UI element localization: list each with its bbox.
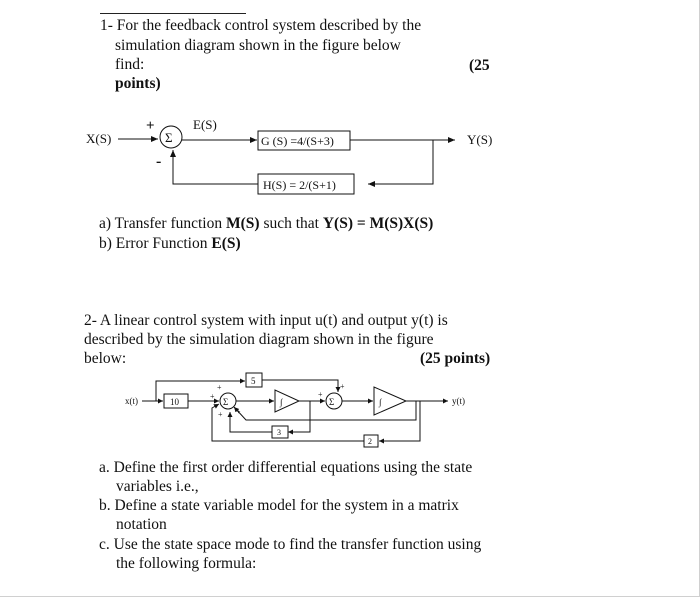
q1-feedback-in-arrow xyxy=(368,140,434,187)
q1-summing-junction xyxy=(159,125,183,149)
q2-part-a-line-2: variables i.e., xyxy=(116,478,199,495)
q1-h-label: H(S) = 2/(S+1) xyxy=(263,178,336,192)
q2-output-feedback xyxy=(233,401,417,421)
q2-sum2-plus-left: + xyxy=(318,390,323,399)
q2-sum1-plus-bottom: + xyxy=(218,410,223,419)
q1-part-b-e: E(S) xyxy=(211,235,241,252)
q1-plus-sign: + xyxy=(146,118,155,134)
q2-gain2-to-sum1 xyxy=(211,403,364,442)
q2-part-b-line-2: notation xyxy=(116,516,167,533)
q2-part-b-line-1: b. Define a state variable model for the… xyxy=(99,497,459,514)
q2-input-label: x(t) xyxy=(125,396,138,406)
q1-output-label: Y(S) xyxy=(467,132,492,147)
q2-gain-10-label: 10 xyxy=(170,397,180,407)
q1-minus-sign: - xyxy=(156,153,161,170)
q2-path-to-gain-5 xyxy=(155,378,245,401)
q1-part-b-text: b) Error Function xyxy=(99,235,212,252)
q2-sum2-symbol: Σ xyxy=(329,397,334,407)
q2-sum1-plus-top: + xyxy=(217,383,222,392)
top-rule xyxy=(100,13,246,14)
q2-line-1: 2- A linear control system with input u(… xyxy=(84,312,448,329)
q2-part-c-line-2: the following formula: xyxy=(116,555,257,572)
q2-integrator-1 xyxy=(274,389,301,413)
q2-sum2-plus-top: + xyxy=(340,382,345,391)
q2-path-to-gain-2 xyxy=(379,401,421,444)
q1-g-label: G (S) =4/(S+3) xyxy=(261,134,334,148)
q1-points: (25 xyxy=(469,57,490,74)
q1-part-a: a) Transfer function M(S) such that Y(S)… xyxy=(99,214,433,233)
q2-line-3: below: xyxy=(84,350,127,367)
q2-points: (25 points) xyxy=(420,350,491,367)
q2-sum1-plus-left: + xyxy=(210,392,215,401)
q1-points-word: points) xyxy=(115,75,161,92)
q2-integrator-2-symbol: ∫ xyxy=(378,397,383,408)
q1-part-a-mid: such that xyxy=(259,215,323,232)
q2-gain-2-label: 2 xyxy=(368,437,372,446)
q1-line-1: 1- For the feedback control system descr… xyxy=(100,17,422,34)
q2-gain-5-label: 5 xyxy=(251,376,256,386)
q1-part-a-text: a) Transfer function xyxy=(99,215,226,232)
q2-part-c-line-1: c. Use the state space mode to find the … xyxy=(99,536,482,553)
q2-line-2: described by the simulation diagram show… xyxy=(84,331,434,348)
q2-gain5-to-sum2 xyxy=(262,379,341,392)
q1-input-label: X(S) xyxy=(86,131,111,146)
q1-feedback-out-arrow xyxy=(170,150,258,185)
q1-part-a-m: M(S) xyxy=(226,215,260,232)
q2-path-to-gain-3 xyxy=(288,401,311,435)
q1-line-3: find: xyxy=(115,56,145,73)
q2-integrator-1-symbol: ∫ xyxy=(279,397,284,408)
q1-part-a-equation: Y(S) = M(S)X(S) xyxy=(322,215,434,232)
q2-output-label: y(t) xyxy=(452,396,465,406)
q2-gain3-to-sum1 xyxy=(227,412,272,433)
q1-part-b: b) Error Function E(S) xyxy=(99,234,241,253)
q1-error-label: E(S) xyxy=(193,117,217,132)
q2-gain-3-label: 3 xyxy=(277,428,281,437)
q2-sum1-symbol: Σ xyxy=(223,397,228,407)
q1-line-2: simulation diagram shown in the figure b… xyxy=(115,37,401,54)
q2-integrator-2 xyxy=(373,386,408,416)
q2-part-a-line-1: a. Define the first order differential e… xyxy=(99,459,473,476)
q1-sum-symbol: Σ xyxy=(165,130,173,145)
